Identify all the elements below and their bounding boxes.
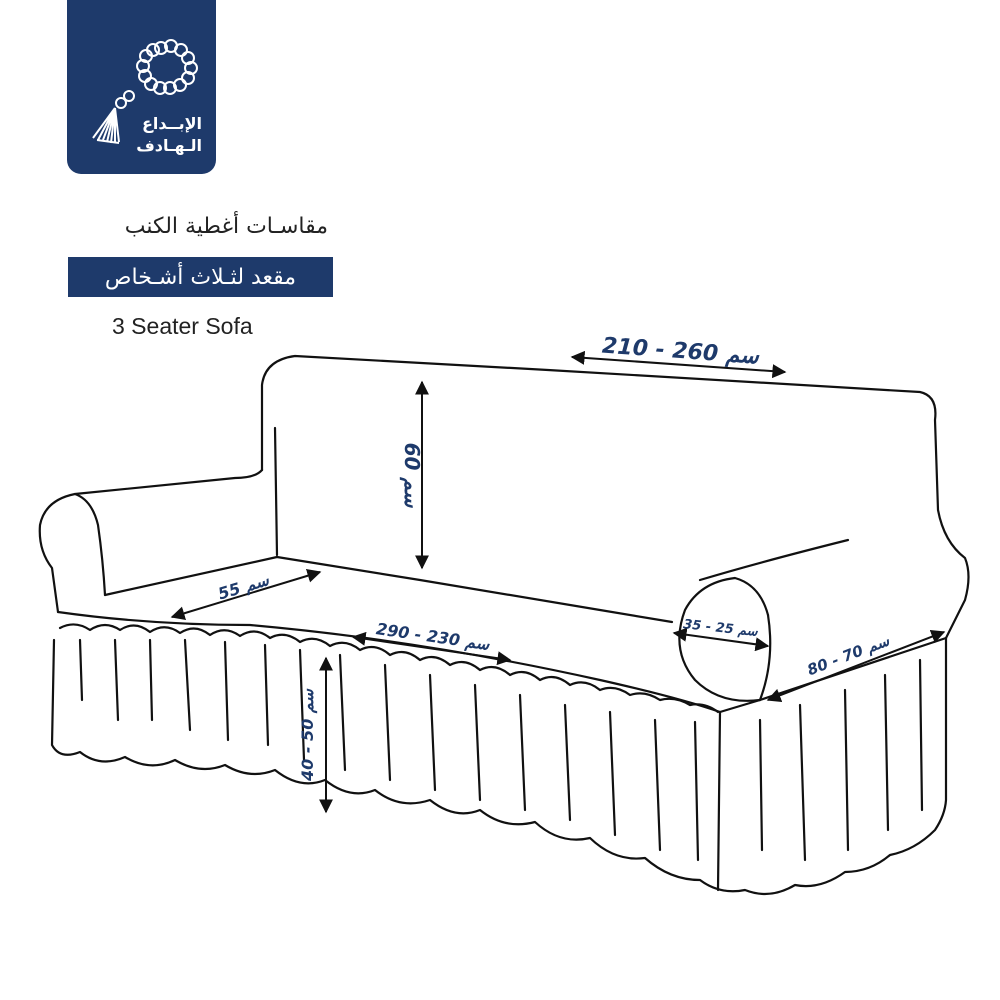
page-title-arabic: مقاسـات أغطية الكنب [124,214,328,239]
logo-text-line1: الإبــداع [142,114,202,133]
skirt-height-label: 40 - 50 سم [298,688,318,782]
dimension-arrows [170,350,946,814]
sofa-outline [38,354,970,896]
subtitle-badge: مقعد لثـلاث أشـخاص [68,257,333,297]
seat-depth-arrow [170,568,322,621]
prayer-beads-icon [92,39,198,144]
logo-text-line2: الـهـادف [136,136,202,155]
brand-logo: الإبــداع الـهـادف [67,0,216,174]
subtitle-arabic: مقعد لثـلاث أشـخاص [104,264,297,290]
arm-circumference-arrow [672,627,770,652]
back-width-arrow [570,350,787,379]
back-height-label: 60 سم [399,443,424,509]
page-title-english: 3 Seater Sofa [112,313,253,339]
seat-width-arrow [351,631,512,666]
seat-depth-label: 55 سم [216,570,272,604]
arm-length-label: 80 - 70 سم [805,631,893,679]
arm-length-arrow [766,630,946,702]
